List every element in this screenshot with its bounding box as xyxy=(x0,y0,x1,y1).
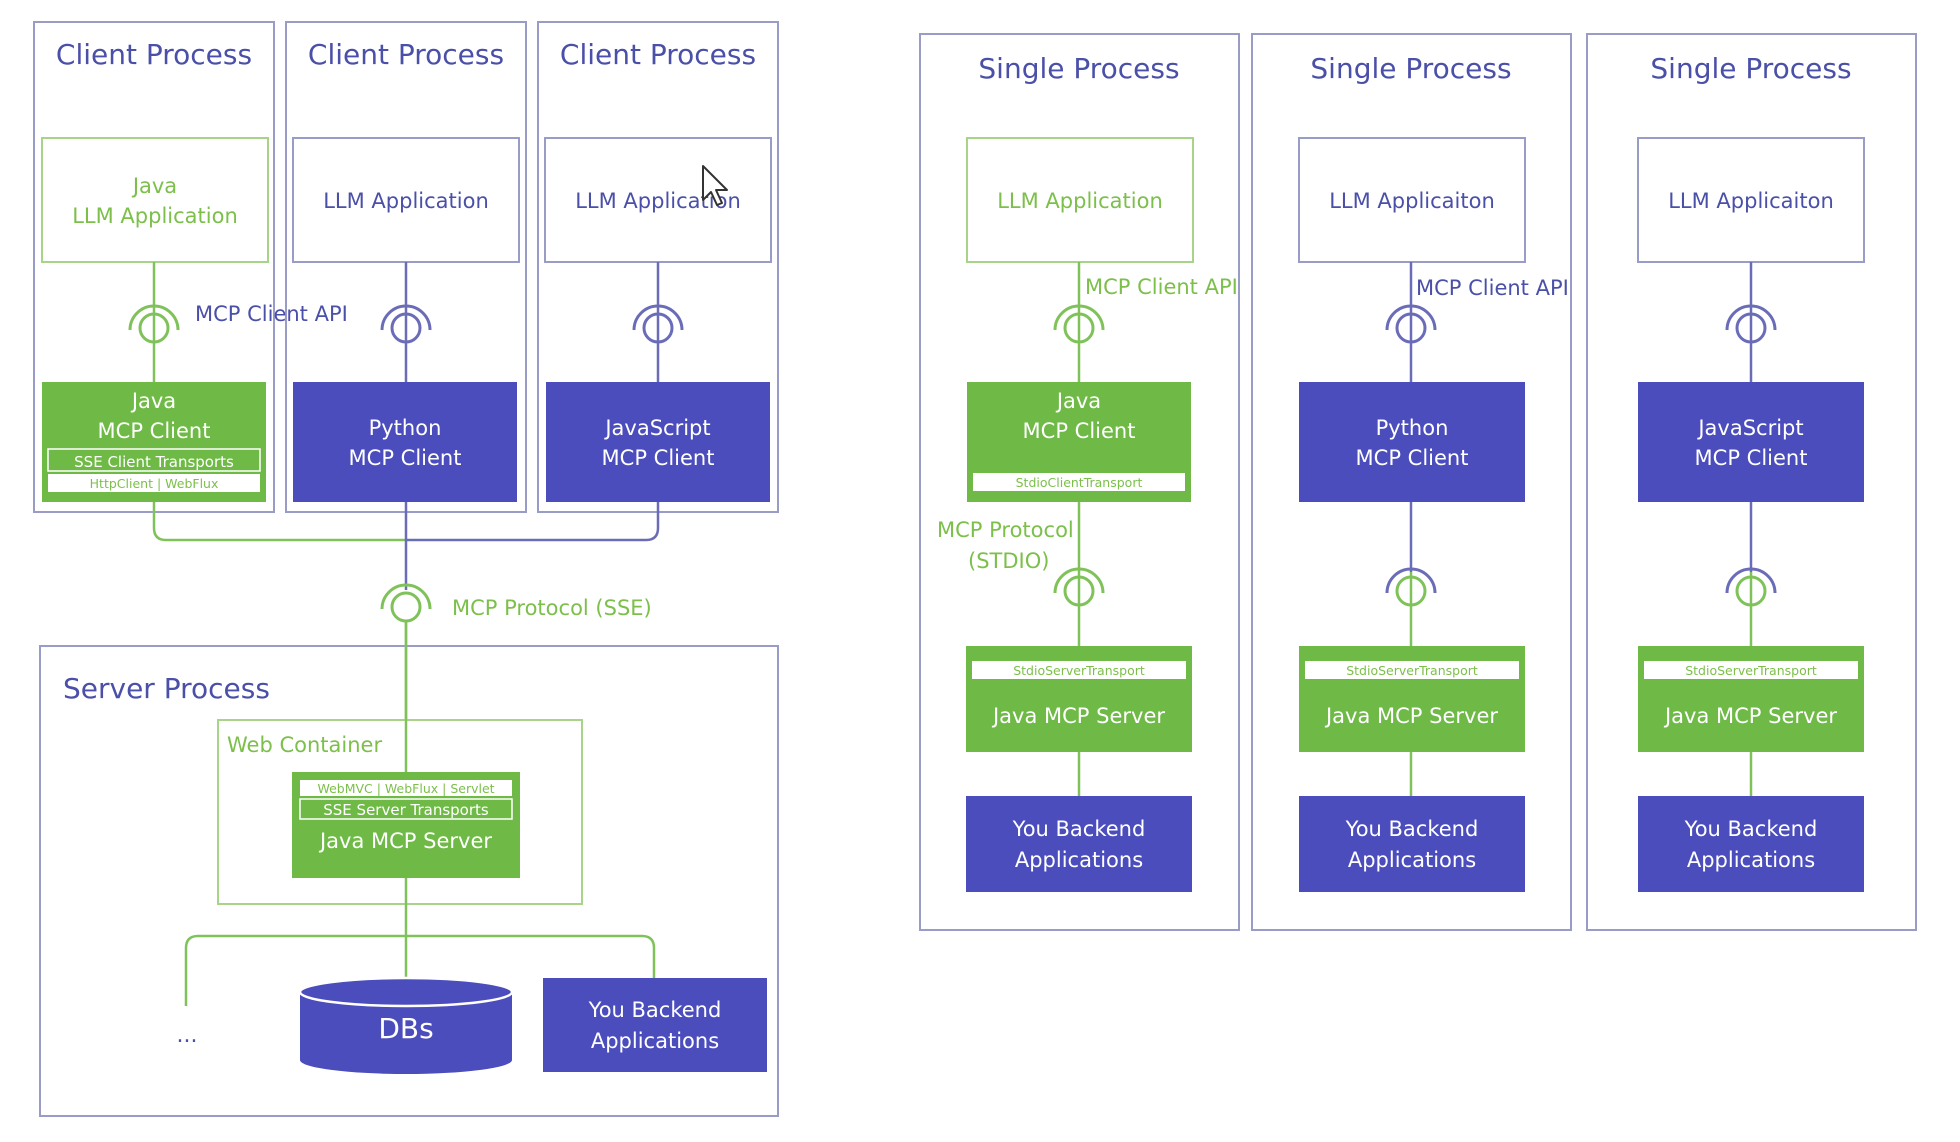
python-mcp-client-box xyxy=(293,382,517,502)
single-llm-app-box-1 xyxy=(966,137,1194,263)
single-java-client-line2: MCP Client xyxy=(1023,419,1136,443)
stdio-server-transport-label-1: StdioServerTransport xyxy=(1013,663,1145,678)
stdio-socket-icon xyxy=(1053,567,1105,607)
stdio-server-transport-band-3 xyxy=(1644,661,1858,679)
single-process-title-1: Single Process xyxy=(978,52,1179,85)
single-backend-box-1 xyxy=(966,796,1192,892)
java-llm-app-box xyxy=(41,137,269,263)
js-mcp-client-box xyxy=(546,382,770,502)
webmvc-label: WebMVC | WebFlux | Servlet xyxy=(317,781,494,796)
python-mcp-client-line2: MCP Client xyxy=(349,446,462,470)
single-java-client-line1: Java xyxy=(1055,389,1101,413)
sse-server-transport-label: SSE Server Transports xyxy=(323,801,489,819)
single-java-server-label-2: Java MCP Server xyxy=(1324,704,1498,728)
single-client-api-label-1: MCP Client API xyxy=(1085,275,1238,299)
single-java-server-label-1: Java MCP Server xyxy=(991,704,1165,728)
stdio-server-transport-band-2 xyxy=(1305,661,1519,679)
single-js-client-box xyxy=(1638,382,1864,502)
single-llm-app-label-2: LLM Applicaiton xyxy=(1329,189,1495,213)
single-process-frame-2 xyxy=(1251,33,1572,931)
socket-icon xyxy=(1385,304,1437,344)
single-js-client-line2: MCP Client xyxy=(1695,446,1808,470)
stdio-client-transport-band xyxy=(973,473,1185,491)
java-llm-app-line2: LLM Application xyxy=(72,204,238,228)
single-backend-box-2 xyxy=(1299,796,1525,892)
client-process-title-2: Client Process xyxy=(308,38,504,71)
http-client-band xyxy=(48,474,260,492)
http-client-label: HttpClient | WebFlux xyxy=(90,476,219,491)
socket-icon xyxy=(632,304,684,344)
single-backend-line1-3: You Backend xyxy=(1684,817,1818,841)
single-backend-line1-2: You Backend xyxy=(1345,817,1479,841)
dbs-label: DBs xyxy=(378,1012,433,1045)
java-mcp-server-label: Java MCP Server xyxy=(318,829,492,853)
sse-socket-icon xyxy=(380,583,432,623)
database-icon xyxy=(298,976,514,1074)
stdio-socket-icon xyxy=(1385,567,1437,607)
single-process-frame-1 xyxy=(919,33,1240,931)
server-process-frame xyxy=(39,645,779,1117)
single-backend-line1-1: You Backend xyxy=(1012,817,1146,841)
single-process-title-2: Single Process xyxy=(1310,52,1511,85)
single-backend-line2-2: Applications xyxy=(1348,848,1476,872)
more-ellipsis: ... xyxy=(177,1023,198,1048)
socket-icon xyxy=(1725,304,1777,344)
sse-server-transport-band xyxy=(299,798,513,820)
client-process-title-3: Client Process xyxy=(560,38,756,71)
js-mcp-client-line2: MCP Client xyxy=(602,446,715,470)
java-llm-app-line1: Java xyxy=(131,174,177,198)
llm-app-label-2: LLM Application xyxy=(323,189,489,213)
stdio-server-transport-label-2: StdioServerTransport xyxy=(1346,663,1478,678)
java-mcp-client-line1: Java xyxy=(130,389,176,413)
stdio-protocol-label-line2: (STDIO) xyxy=(968,549,1049,573)
stdio-socket-icon xyxy=(1725,567,1777,607)
single-client-api-label-2: MCP Client API xyxy=(1416,276,1569,300)
single-llm-app-label-1: LLM Application xyxy=(997,189,1163,213)
stdio-server-transport-label-3: StdioServerTransport xyxy=(1685,663,1817,678)
server-process-title: Server Process xyxy=(63,672,270,705)
stdio-protocol-label-line1: MCP Protocol xyxy=(937,518,1074,542)
single-js-client-line1: JavaScript xyxy=(1696,416,1803,440)
webmvc-band xyxy=(300,780,512,796)
backend-apps-line1: You Backend xyxy=(588,998,722,1022)
mcp-protocol-sse-label: MCP Protocol (SSE) xyxy=(452,596,652,620)
sse-client-transport-label: SSE Client Transports xyxy=(74,453,234,471)
single-python-client-box xyxy=(1299,382,1525,502)
single-process-title-3: Single Process xyxy=(1650,52,1851,85)
backend-apps-line2: Applications xyxy=(591,1029,719,1053)
stdio-server-transport-band-1 xyxy=(972,661,1186,679)
backend-apps-box xyxy=(543,978,767,1072)
sse-client-transport-band xyxy=(47,448,261,472)
single-process-frame-3 xyxy=(1586,33,1917,931)
java-mcp-client-line2: MCP Client xyxy=(98,419,211,443)
mouse-cursor-icon xyxy=(702,165,728,206)
js-mcp-client-line1: JavaScript xyxy=(603,416,710,440)
python-mcp-client-line1: Python xyxy=(369,416,442,440)
mcp-client-api-label: MCP Client API xyxy=(195,302,348,326)
single-python-client-line2: MCP Client xyxy=(1356,446,1469,470)
client-process-title-1: Client Process xyxy=(56,38,252,71)
web-container-title: Web Container xyxy=(227,733,382,757)
single-python-client-line1: Python xyxy=(1376,416,1449,440)
socket-icon xyxy=(128,304,180,344)
single-java-server-label-3: Java MCP Server xyxy=(1663,704,1837,728)
stdio-client-transport-label: StdioClientTransport xyxy=(1016,475,1143,490)
single-llm-app-label-3: LLM Applicaiton xyxy=(1668,189,1834,213)
socket-icon xyxy=(380,304,432,344)
single-backend-line2-1: Applications xyxy=(1015,848,1143,872)
socket-icon xyxy=(1053,304,1105,344)
single-backend-box-3 xyxy=(1638,796,1864,892)
single-backend-line2-3: Applications xyxy=(1687,848,1815,872)
